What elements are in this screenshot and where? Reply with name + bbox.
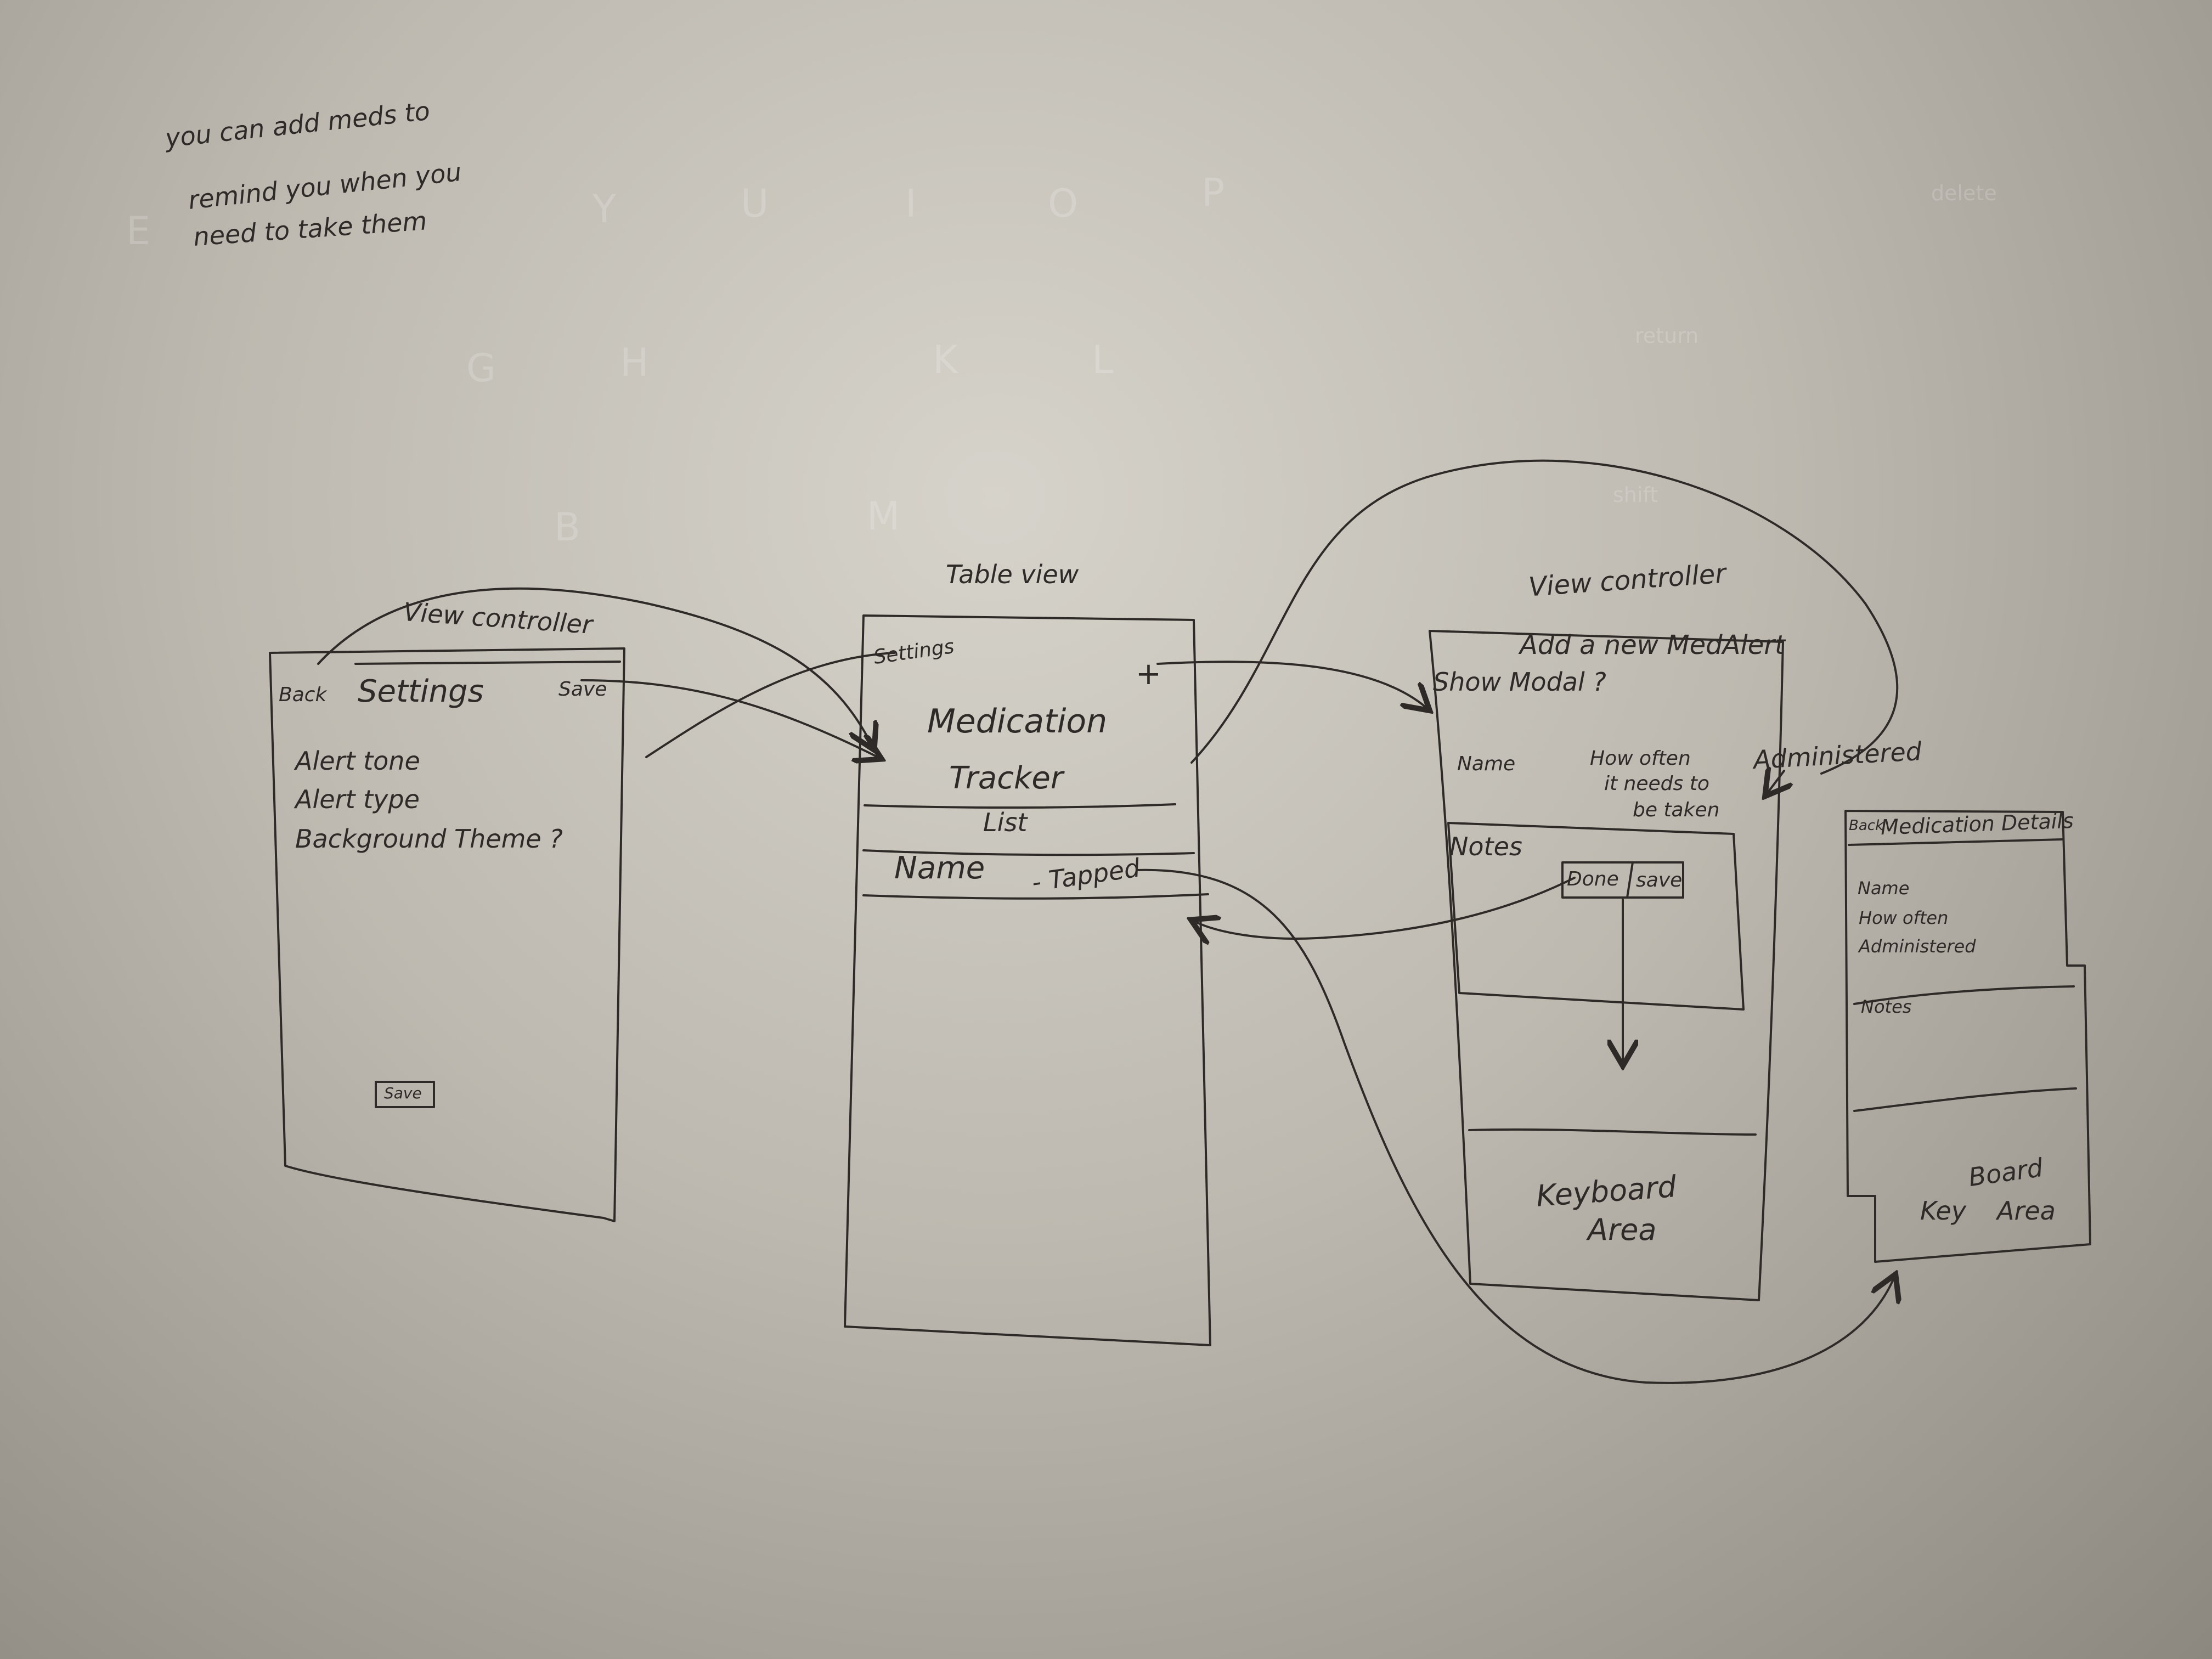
ghost-key: Y [592,187,616,232]
ghost-key: G [466,346,496,391]
table-heading-line-1: Medication [927,702,1108,741]
settings-save-button-box [375,1081,435,1108]
add-screen-frame [1429,630,1784,1301]
details-keyboard-key: Key [1920,1196,1967,1226]
settings-item-alert-type[interactable]: Alert type [295,785,420,814]
ghost-key: E [126,208,151,253]
table-screen-title: Table view [946,560,1079,589]
details-header-divider [1848,838,2064,846]
show-modal-note: Show Modal ? [1433,667,1606,697]
plus-to-add-arrow [1156,661,1426,708]
settings-heading: Settings [358,674,484,709]
settings-item-background-theme[interactable]: Background Theme ? [295,824,563,854]
ghost-key: I [905,181,917,226]
ghost-key: U [741,181,769,226]
settings-screen-frame [269,647,625,1222]
settings-item-alert-tone[interactable]: Alert tone [295,746,420,776]
add-keyboard-divider [1468,1128,1757,1136]
ghost-key: K [933,337,958,382]
ghost-key: M [867,494,900,539]
settings-header-divider [354,661,621,665]
add-to-table-loop [1190,459,1899,775]
table-list-label: List [983,808,1028,837]
ghost-key: B [554,505,581,550]
ghost-key: delete [1931,181,1997,205]
add-field-how-often-2: it needs to [1604,772,1709,795]
details-back-button[interactable]: Back [1849,817,1884,834]
details-notes-label: Notes [1861,996,1912,1017]
add-notes-label: Notes [1449,832,1522,861]
details-keyboard-divider [1853,1087,2077,1112]
ghost-key: shift [1613,483,1658,507]
table-screen-frame [844,614,1211,1346]
details-screen-frame [1844,810,2091,1263]
table-add-button[interactable]: + [1136,656,1161,692]
add-save-button[interactable]: save [1636,869,1683,891]
settings-save-link[interactable]: Save [558,678,607,701]
add-done-save-box [1561,861,1684,899]
done-to-table-arrow [1195,877,1576,939]
administered-arrow [1768,771,1784,793]
table-list-divider-1 [864,803,1176,809]
details-keyboard-area: Area [1997,1196,2056,1226]
table-row-divider [862,893,1209,900]
details-field-name: Name [1858,878,1910,899]
settings-link-arrow [645,652,895,758]
settings-save-button[interactable]: Save [384,1084,422,1102]
add-notes-box [1447,822,1745,1011]
done-save-divider [1626,861,1634,899]
back-to-table-curve [317,587,872,746]
add-field-how-often-1[interactable]: How often [1590,747,1691,770]
ghost-key: O [1048,181,1079,226]
add-screen-heading: Add a new MedAlert [1520,630,1785,661]
table-list-divider-2 [862,849,1195,856]
add-field-name[interactable]: Name [1457,753,1516,775]
details-fields-divider [1853,985,2075,1005]
add-field-how-often-3: be taken [1633,799,1720,821]
ghost-key: return [1635,324,1699,348]
ghost-key: L [1092,337,1113,382]
table-row-name[interactable]: Name [894,850,985,886]
table-heading-line-2: Tracker [949,760,1063,796]
settings-back-button[interactable]: Back [279,684,327,706]
ghost-key: H [620,340,649,385]
add-done-button[interactable]: Done [1567,868,1619,890]
add-keyboard-area-2: Area [1588,1212,1657,1247]
ghost-key: P [1201,170,1225,215]
details-field-how-often: How often [1859,907,1949,928]
save-to-table-arrow [580,679,878,757]
details-field-administered: Administered [1859,936,1976,957]
tapped-to-details-curve [1136,868,1894,1384]
